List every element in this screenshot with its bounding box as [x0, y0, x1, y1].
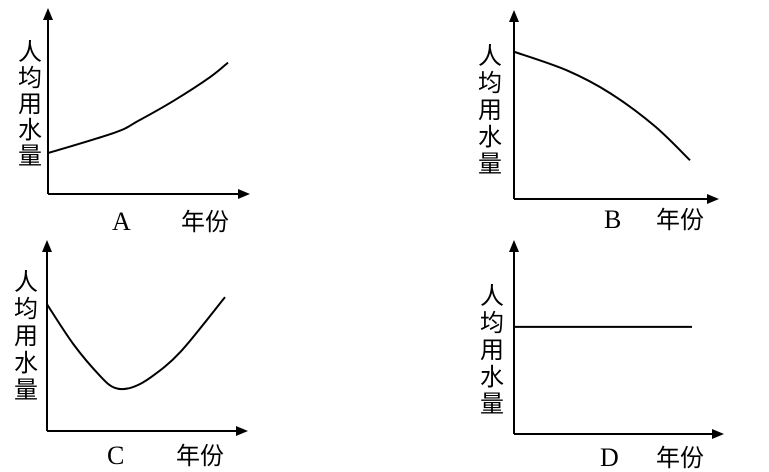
y-axis-label: 人均用水量 — [478, 42, 502, 178]
y-axis-label-char: 量 — [478, 150, 502, 178]
x-axis-label: 年份 — [656, 206, 704, 234]
series-line — [46, 296, 226, 391]
y-axis-label-char: 人 — [14, 268, 38, 296]
y-axis-arrow-icon — [509, 10, 519, 22]
y-axis-arrow-icon — [509, 240, 519, 252]
y-axis-label: 人均用水量 — [14, 268, 38, 404]
y-axis-label-char: 用 — [478, 96, 502, 124]
y-axis-label-char: 水 — [480, 363, 504, 391]
panel-label: B — [604, 205, 621, 234]
x-axis-arrow-icon — [238, 189, 250, 199]
y-axis-label-char: 水 — [18, 116, 42, 144]
x-axis-label: 年份 — [181, 208, 229, 236]
panel-label: D — [600, 443, 619, 472]
panel-label: C — [107, 441, 124, 470]
x-axis-arrow-icon — [236, 426, 248, 436]
y-axis-label-char: 量 — [18, 142, 42, 170]
x-axis-label: 年份 — [656, 444, 704, 472]
panel-label: A — [112, 207, 131, 236]
x-axis-arrow-icon — [707, 194, 719, 204]
y-axis-label-char: 人 — [18, 38, 42, 66]
chart-panel-c: 人均用水量 C 年份 — [14, 240, 248, 470]
chart-panel-d: 人均用水量 D 年份 — [480, 240, 724, 472]
y-axis-label-char: 水 — [478, 123, 502, 151]
y-axis-label-char: 均 — [478, 69, 502, 97]
y-axis-arrow-icon — [42, 240, 52, 252]
y-axis-label-char: 人 — [478, 42, 502, 70]
y-axis-label-char: 人 — [480, 282, 504, 310]
chart-panel-b: 人均用水量 B 年份 — [478, 10, 719, 234]
y-axis-label-char: 均 — [480, 309, 504, 337]
series-line — [513, 50, 691, 161]
y-axis-label-char: 用 — [480, 336, 504, 364]
x-axis-arrow-icon — [712, 429, 724, 439]
y-axis-arrow-icon — [43, 8, 53, 20]
y-axis-label: 人均用水量 — [480, 282, 504, 418]
y-axis-label-char: 均 — [14, 295, 38, 323]
y-axis-label: 人均用水量 — [18, 38, 42, 170]
y-axis-label-char: 水 — [14, 349, 38, 377]
y-axis-label-char: 量 — [14, 376, 38, 404]
y-axis-label-char: 用 — [18, 90, 42, 118]
y-axis-label-char: 量 — [480, 390, 504, 418]
x-axis-label: 年份 — [176, 442, 224, 470]
y-axis-label-char: 用 — [14, 322, 38, 350]
chart-panel-a: 人均用水量 A 年份 — [18, 8, 250, 236]
y-axis-label-char: 均 — [18, 64, 42, 92]
series-line — [47, 61, 229, 155]
